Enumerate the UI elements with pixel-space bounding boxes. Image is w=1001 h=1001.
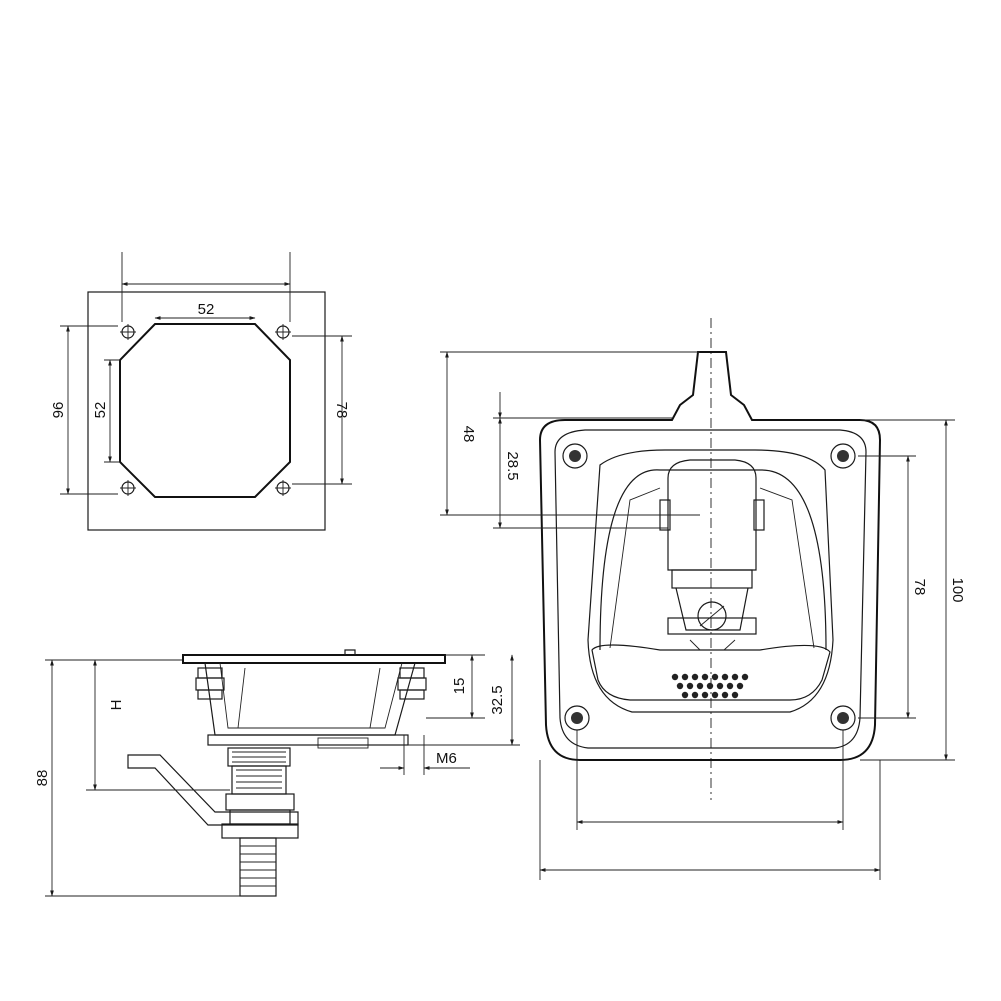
cutout-view: 52 96 52 78 [50,252,352,531]
dim-h: H [108,700,125,711]
grip-dots [671,673,749,699]
dim-32-5: 32.5 [489,685,506,714]
dim-left-52: 52 [92,402,109,419]
mounting-hole [120,480,136,496]
mounting-hole [275,480,291,496]
corner-hole [564,705,590,731]
dim-top-52: 52 [198,301,215,318]
side-view: 88 H 15 32.5 M6 [34,649,520,897]
dim-100: 100 [949,577,966,602]
dim-88: 88 [34,770,51,787]
dim-15: 15 [451,678,468,695]
dim-right-78: 78 [333,402,350,419]
corner-hole [562,443,588,469]
dim-m6: M6 [436,750,457,767]
corner-hole [830,443,856,469]
dim-left-96: 96 [50,402,67,419]
front-view: 48 28.5 78 100 [440,318,966,880]
dim-78: 78 [911,579,928,596]
mounting-hole [120,324,136,340]
dim-48: 48 [460,426,477,443]
corner-hole [830,705,856,731]
mounting-hole [275,324,291,340]
dim-28-5: 28.5 [504,451,521,480]
